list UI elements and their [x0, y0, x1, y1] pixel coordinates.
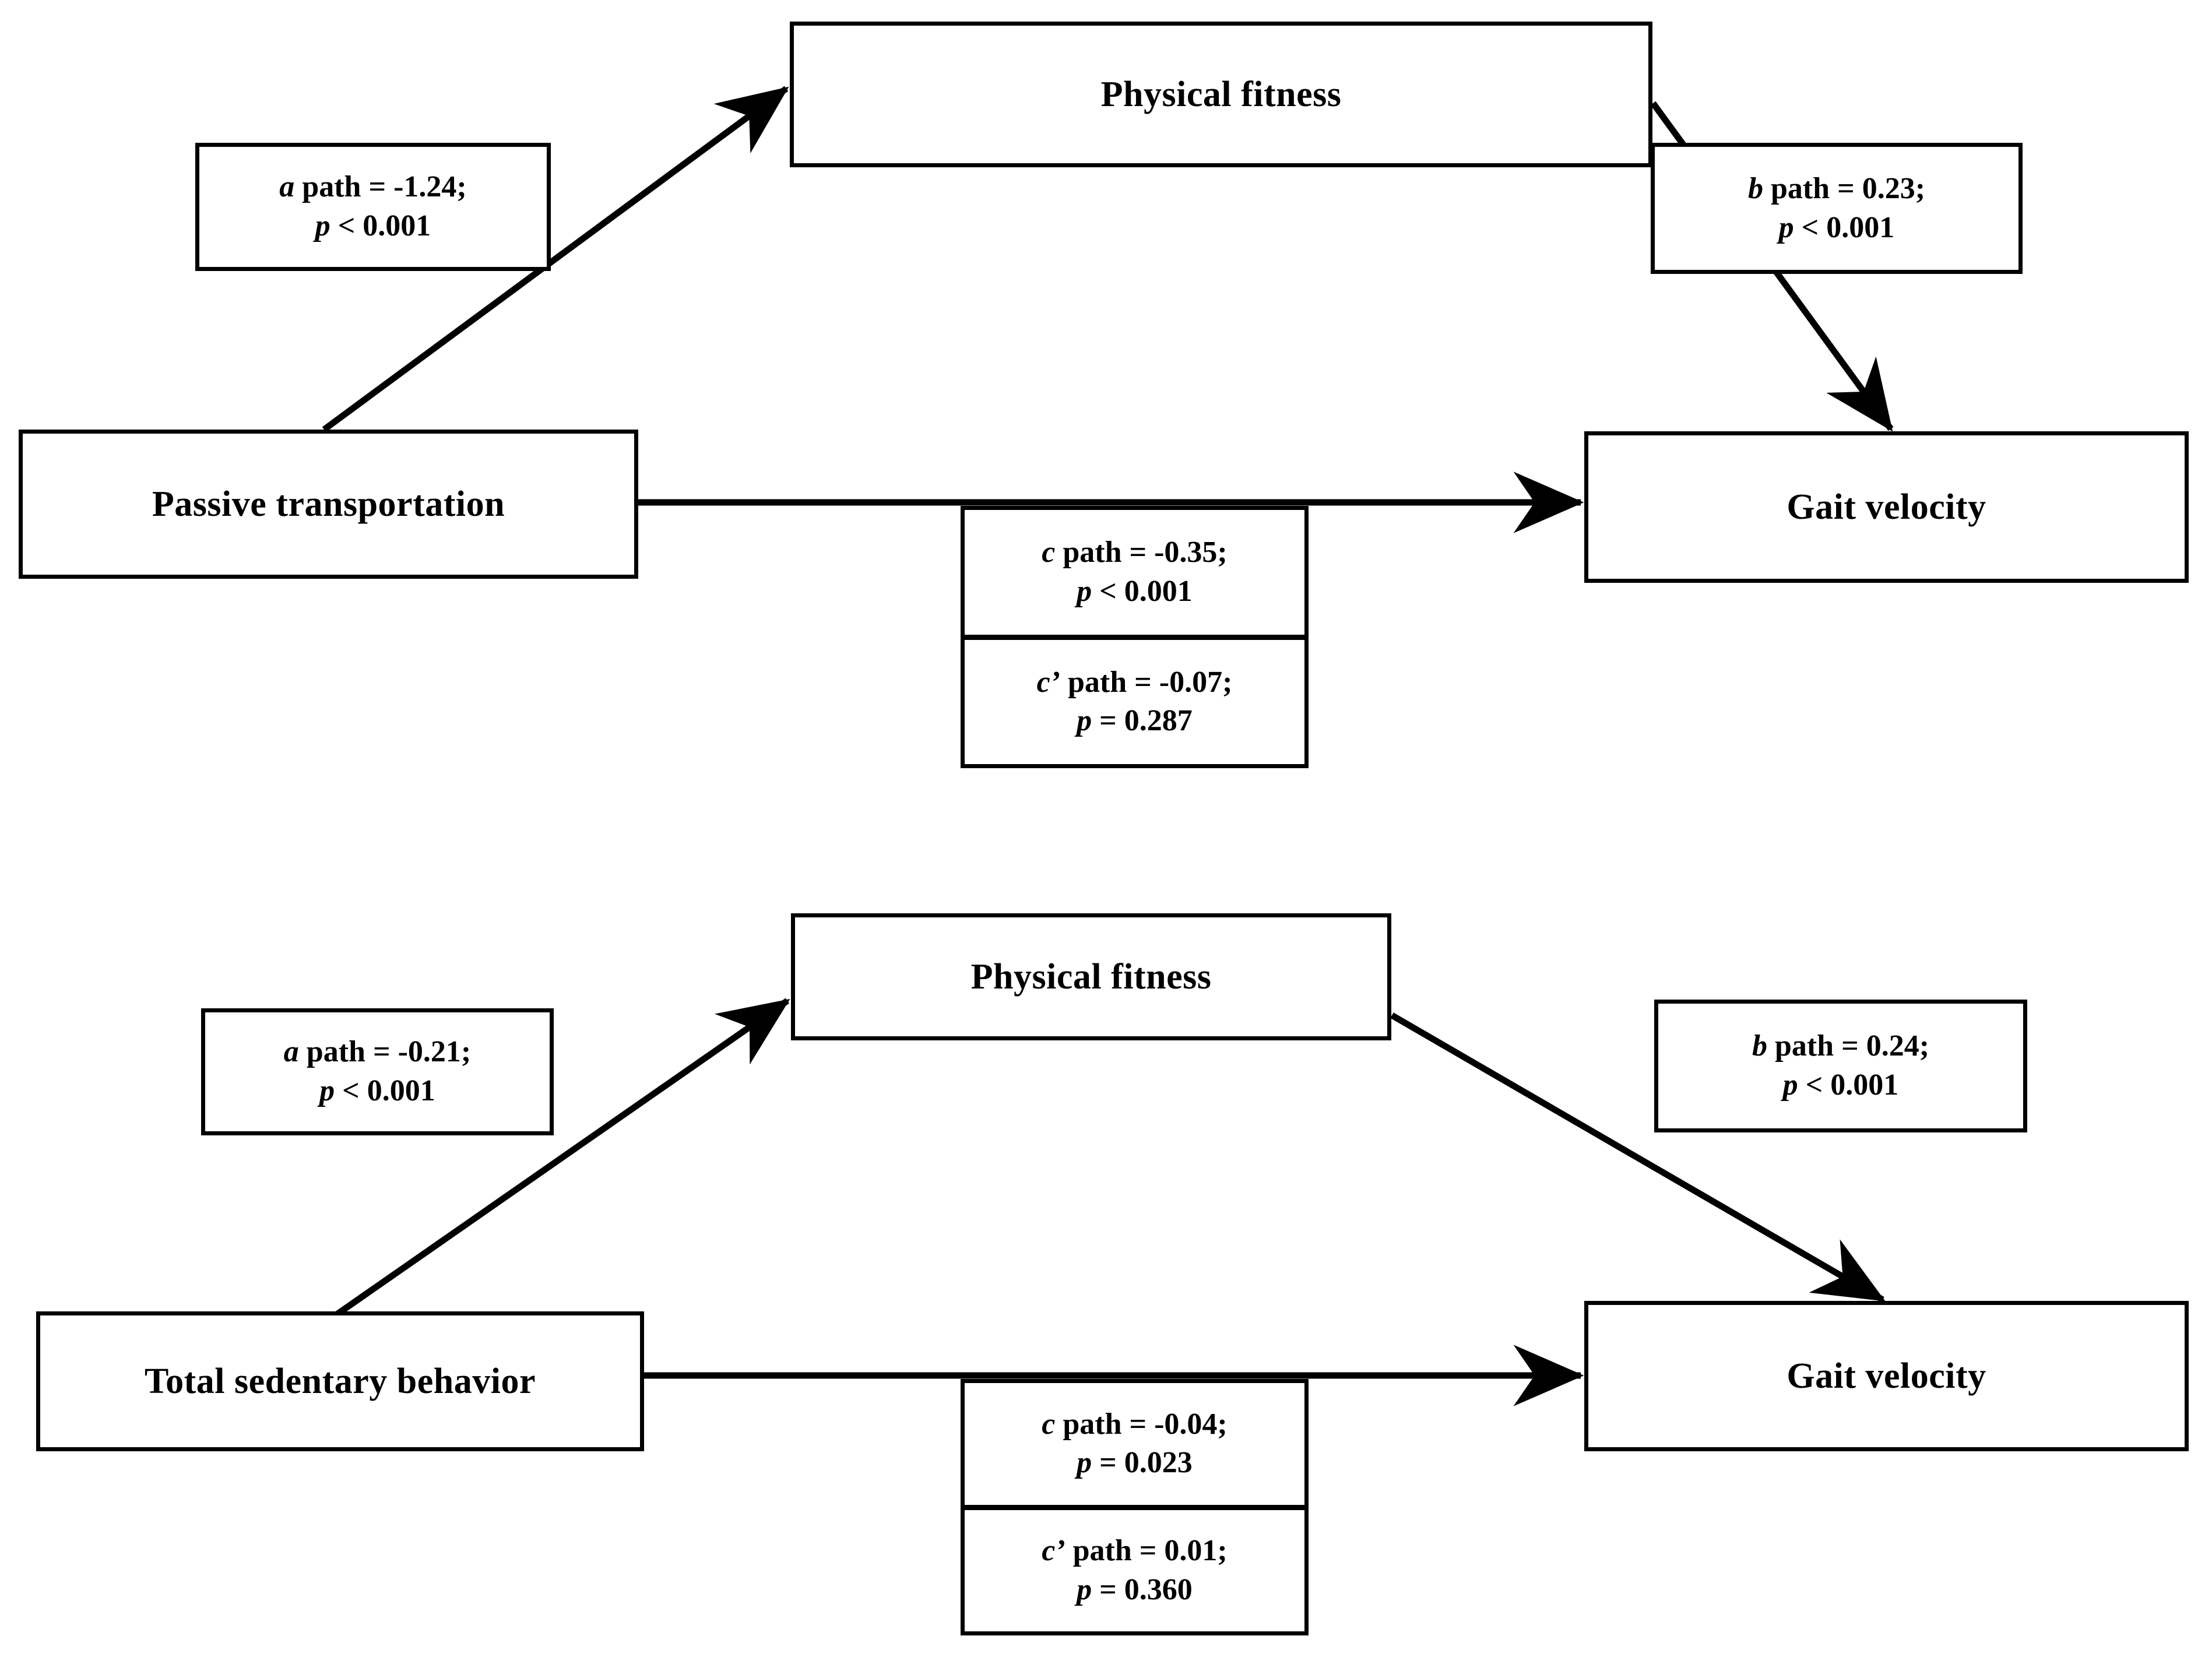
label-c-path-top[interactable]: c path = -0.35; p < 0.001: [965, 510, 1304, 635]
node-label: Physical fitness: [1100, 74, 1342, 114]
node-mediator-physical-fitness[interactable]: Physical fitness: [790, 22, 1652, 167]
b-path-coefficient-line: b path = 0.24;: [1752, 1029, 1930, 1063]
cprime-symbol: c’: [1036, 665, 1060, 699]
node-label: Total sedentary behavior: [144, 1361, 536, 1401]
a-symbol: a: [279, 170, 295, 204]
cprime-path-coefficient-line: c’ path = 0.01;: [1042, 1534, 1228, 1568]
c-path-p-line: p < 0.001: [1077, 574, 1193, 608]
c-symbol: c: [1042, 536, 1056, 569]
node-label: Gait velocity: [1787, 1356, 1986, 1396]
node-label: Gait velocity: [1787, 487, 1986, 527]
label-c-and-cprime-path-top[interactable]: c path = -0.35; p < 0.001 c’ path = -0.0…: [961, 506, 1309, 768]
node-mediator-physical-fitness[interactable]: Physical fitness: [791, 913, 1391, 1040]
label-c-and-cprime-path-bottom[interactable]: c path = -0.04; p = 0.023 c’ path = 0.01…: [961, 1379, 1309, 1635]
p-symbol: p: [1077, 704, 1092, 738]
node-outcome-gait-velocity[interactable]: Gait velocity: [1584, 1301, 2189, 1451]
c-path-coefficient-line: c path = -0.35;: [1042, 536, 1228, 569]
cprime-path-p-line: p = 0.360: [1077, 1572, 1193, 1606]
cprime-path-p-line: p = 0.287: [1077, 704, 1193, 738]
mediation-panel-top: Physical fitness Passive transportation …: [19, 22, 2189, 768]
cprime-symbol: c’: [1042, 1534, 1065, 1568]
label-c-path-bottom[interactable]: c path = -0.04; p = 0.023: [965, 1383, 1304, 1505]
label-b-path-bottom[interactable]: b path = 0.24; p < 0.001: [1654, 1000, 2027, 1132]
b-path-coefficient-line: b path = 0.23;: [1747, 171, 1926, 205]
p-symbol: p: [1077, 1572, 1092, 1606]
a-path-coefficient-line: a path = -0.21;: [283, 1035, 472, 1069]
p-symbol: p: [1077, 574, 1092, 608]
p-symbol: p: [319, 1074, 335, 1107]
label-b-path-top[interactable]: b path = 0.23; p < 0.001: [1651, 143, 2023, 274]
label-a-path-top[interactable]: a path = -1.24; p < 0.001: [195, 143, 551, 271]
b-symbol: b: [1752, 1029, 1767, 1063]
c-path-p-line: p = 0.023: [1077, 1446, 1193, 1480]
c-symbol: c: [1042, 1407, 1056, 1441]
a-symbol: a: [283, 1035, 299, 1069]
label-cprime-path-top[interactable]: c’ path = -0.07; p = 0.287: [965, 634, 1304, 765]
node-predictor-passive-transportation[interactable]: Passive transportation: [19, 430, 638, 579]
b-path-p-line: p < 0.001: [1778, 210, 1895, 244]
a-path-coefficient-line: a path = -1.24;: [279, 170, 467, 204]
a-path-p-line: p < 0.001: [319, 1074, 435, 1107]
p-symbol: p: [1778, 210, 1794, 244]
p-symbol: p: [1077, 1446, 1092, 1480]
label-a-path-bottom[interactable]: a path = -0.21; p < 0.001: [201, 1008, 554, 1135]
node-label: Physical fitness: [970, 956, 1212, 997]
node-outcome-gait-velocity[interactable]: Gait velocity: [1584, 431, 2189, 583]
a-path-p-line: p < 0.001: [315, 209, 431, 242]
node-label: Passive transportation: [152, 484, 505, 524]
mediation-panel-bottom: Physical fitness Total sedentary behavio…: [0, 833, 2212, 1657]
b-symbol: b: [1747, 171, 1763, 205]
cprime-path-coefficient-line: c’ path = -0.07;: [1036, 665, 1233, 699]
node-predictor-total-sedentary-behavior[interactable]: Total sedentary behavior: [36, 1311, 644, 1451]
label-cprime-path-bottom[interactable]: c’ path = 0.01; p = 0.360: [965, 1504, 1304, 1632]
p-symbol: p: [315, 209, 330, 242]
p-symbol: p: [1782, 1068, 1798, 1102]
c-path-coefficient-line: c path = -0.04;: [1042, 1407, 1228, 1441]
b-path-p-line: p < 0.001: [1782, 1068, 1899, 1102]
